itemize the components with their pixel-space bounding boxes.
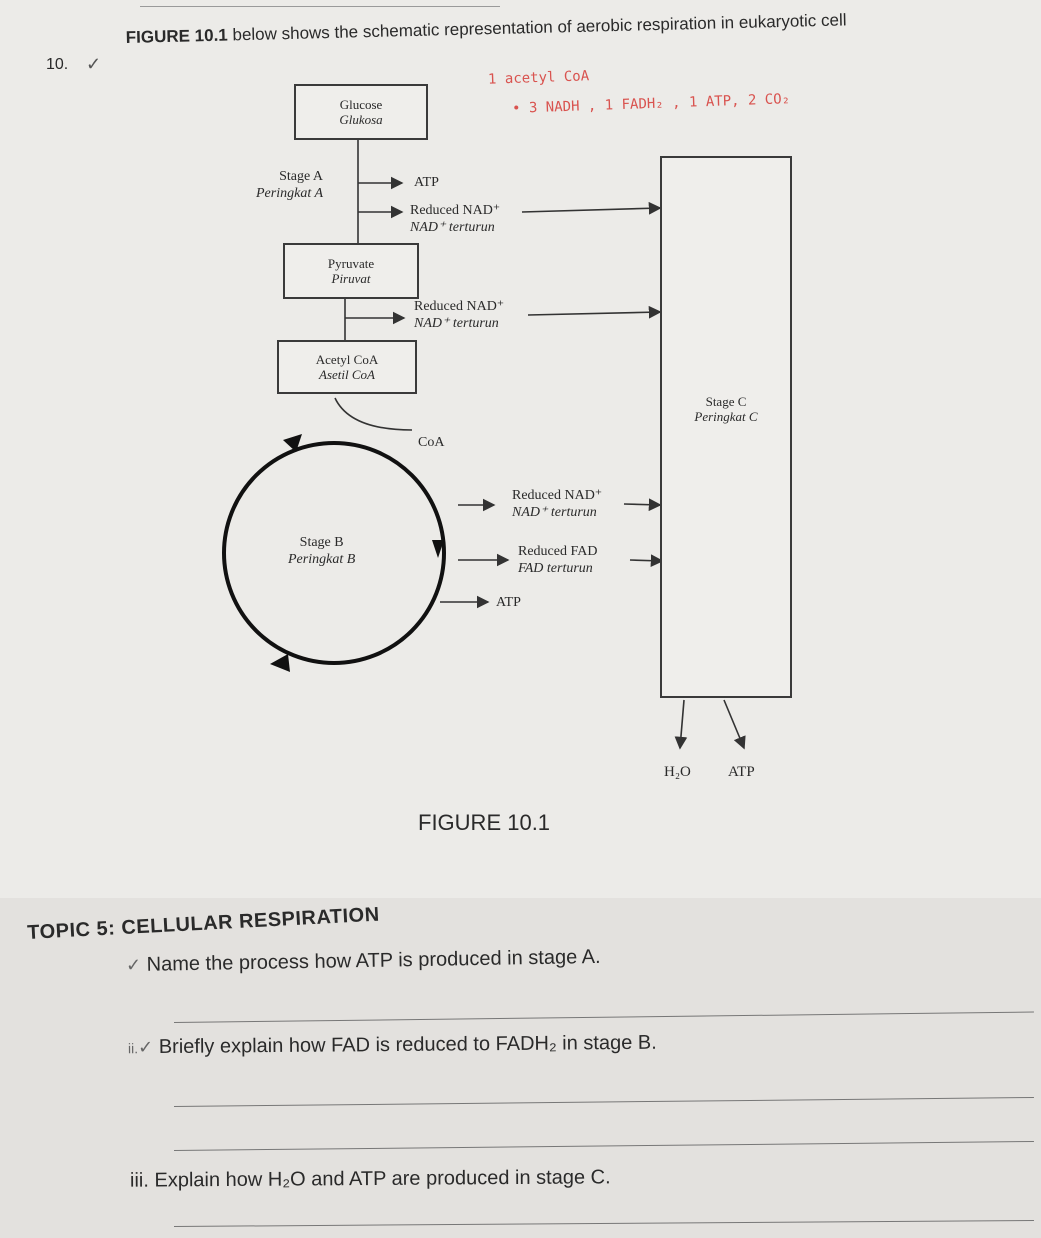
h2o-output: H₂O <box>664 764 691 780</box>
stage-c-en: Stage C <box>705 394 747 409</box>
nad-link-ms: NAD⁺ terturun <box>414 316 499 331</box>
fad-stage-b-en: Reduced FAD <box>518 544 598 559</box>
subquestion-3: iii. Explain how H₂O and ATP are produce… <box>130 1166 611 1192</box>
glucose-box: Glucose Glukosa <box>294 84 428 140</box>
stage-c-ms: Peringkat C <box>694 409 758 424</box>
nad-link-en: Reduced NAD⁺ <box>414 299 505 314</box>
atp-stage-b: ATP <box>496 595 521 610</box>
nad-link-label: Reduced NAD⁺ NAD⁺ terturun <box>414 298 504 332</box>
check-mark: ✓ <box>138 1037 154 1058</box>
diagram-arrows <box>222 138 746 750</box>
stage-b-label: Stage B Peringkat B <box>288 534 355 568</box>
nad-stage-a-en: Reduced NAD⁺ <box>410 203 501 218</box>
acetyl-label: Acetyl CoA <box>315 352 379 367</box>
nad-stage-a-label: Reduced NAD⁺ NAD⁺ terturun <box>410 202 500 236</box>
atp-stage-c: ATP <box>728 764 755 780</box>
glucose-label: Glucose <box>339 97 383 112</box>
nad-stage-b-en: Reduced NAD⁺ <box>512 488 603 503</box>
check-mark: ✓ <box>86 54 102 74</box>
nad-stage-a-ms: NAD⁺ terturun <box>410 220 495 235</box>
stage-a-label: Stage A Peringkat A <box>256 168 323 202</box>
pyruvate-box: Pyruvate Piruvat <box>283 243 419 299</box>
question-number: 10. <box>46 56 69 73</box>
subquestion-2-text: Briefly explain how FAD is reduced to FA… <box>158 1031 657 1059</box>
coa-label: CoA <box>418 435 445 450</box>
subquestion-3-numeral: iii. <box>129 1169 149 1192</box>
glucose-label-ms: Glukosa <box>339 112 383 127</box>
worksheet-page <box>0 0 1041 900</box>
stage-c-box: Stage C Peringkat C <box>660 156 792 698</box>
fad-stage-b-ms: FAD terturun <box>518 561 593 576</box>
stage-b-ms: Peringkat B <box>288 552 356 567</box>
pyruvate-label-ms: Piruvat <box>331 271 371 286</box>
fad-stage-b-label: Reduced FAD FAD terturun <box>518 543 597 577</box>
nad-stage-b-label: Reduced NAD⁺ NAD⁺ terturun <box>512 487 602 521</box>
stage-a-en: Stage A <box>279 169 324 184</box>
acetyl-coa-box: Acetyl CoA Asetil CoA <box>277 340 417 394</box>
subquestion-2-numeral: ii. <box>127 1040 139 1057</box>
worksheet-page-lower <box>0 898 1041 1238</box>
acetyl-label-ms: Asetil CoA <box>319 367 375 382</box>
subquestion-3-text: Explain how H₂O and ATP are produced in … <box>154 1166 611 1192</box>
pyruvate-label: Pyruvate <box>327 256 375 271</box>
stage-a-ms: Peringkat A <box>256 186 324 201</box>
top-rule <box>140 6 500 7</box>
check-mark: ✓ <box>125 954 142 976</box>
figure-caption: FIGURE 10.1 <box>418 810 551 835</box>
nad-stage-b-ms: NAD⁺ terturun <box>512 505 597 520</box>
atp-stage-a: ATP <box>414 175 439 190</box>
stage-b-en: Stage B <box>299 535 344 550</box>
subquestion-2: ii.✓ Briefly explain how FAD is reduced … <box>128 1032 657 1060</box>
